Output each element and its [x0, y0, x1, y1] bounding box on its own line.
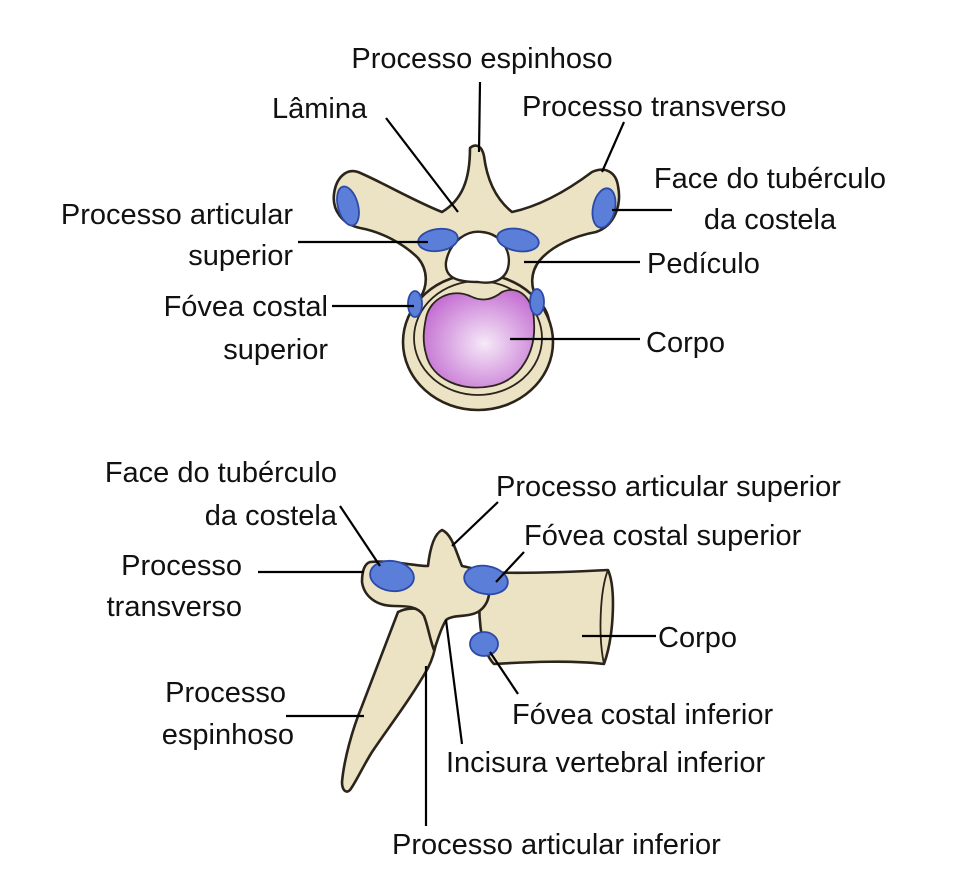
label-top-processo-articular-1: Processo articular: [61, 199, 293, 231]
leader-side-articular-superior: [451, 501, 499, 547]
label-top-fovea-1: Fóvea costal: [164, 291, 328, 323]
label-side-processo-transverso-1: Processo: [121, 550, 242, 582]
side-body-edge: [599, 569, 609, 665]
label-top-face-tuberculo-2: da costela: [704, 204, 837, 236]
leader-side-incisura: [444, 619, 464, 745]
top-vertebral-foramen: [444, 230, 511, 284]
leader-top-transverso: [600, 121, 626, 173]
leader-side-fovea-superior: [495, 551, 525, 583]
label-side-corpo: Corpo: [658, 622, 737, 654]
side-fovea-superior: [463, 564, 509, 596]
label-top-processo-articular-2: superior: [188, 240, 293, 272]
label-side-fovea-costal-superior: Fóvea costal superior: [524, 520, 802, 552]
label-side-face-tuberculo-1: Face do tubérculo: [105, 457, 337, 489]
label-top-fovea-2: superior: [223, 334, 328, 366]
side-view-labels: Face do tubérculo da costela Processo ar…: [105, 457, 841, 861]
label-side-incisura-vertebral-inferior: Incisura vertebral inferior: [446, 747, 765, 779]
top-view-labels: Processo espinhoso Lâmina Processo trans…: [61, 43, 886, 366]
label-side-face-tuberculo-2: da costela: [205, 500, 338, 532]
top-facet-articular-right: [496, 227, 540, 253]
leader-top-lamina: [385, 117, 459, 213]
side-facet-tuberculo: [369, 559, 415, 593]
label-top-corpo: Corpo: [646, 327, 725, 359]
label-side-processo-espinhoso-2: espinhoso: [162, 719, 294, 751]
label-top-pediculo: Pedículo: [647, 248, 760, 280]
top-facet-transverse-left: [336, 185, 360, 227]
label-top-processo-espinhoso: Processo espinhoso: [351, 43, 612, 75]
top-body-disc: [422, 289, 536, 389]
label-top-lamina: Lâmina: [272, 93, 368, 125]
side-arch: [360, 528, 491, 652]
label-side-fovea-costal-inferior: Fóvea costal inferior: [512, 699, 773, 731]
leader-side-fovea-inferior: [489, 651, 519, 695]
label-side-processo-articular-inferior: Processo articular inferior: [392, 829, 721, 861]
leader-top-espinhoso: [477, 81, 482, 153]
label-side-processo-articular-superior: Processo articular superior: [496, 471, 841, 503]
label-top-processo-transverso: Processo transverso: [522, 91, 786, 123]
top-view-leaders: [298, 81, 672, 341]
side-view-vertebra: [340, 528, 615, 793]
label-side-processo-transverso-2: transverso: [107, 591, 242, 623]
leader-side-tuberculo: [339, 505, 381, 567]
side-view-leaders: [258, 501, 656, 826]
top-view-vertebra: [332, 144, 621, 412]
side-fovea-inferior: [469, 631, 499, 657]
label-top-face-tuberculo-1: Face do tubérculo: [654, 163, 886, 195]
side-spinous-process: [340, 607, 439, 793]
top-fovea-left: [407, 290, 423, 318]
label-side-processo-espinhoso-1: Processo: [165, 677, 286, 709]
top-fovea-right: [529, 288, 545, 316]
